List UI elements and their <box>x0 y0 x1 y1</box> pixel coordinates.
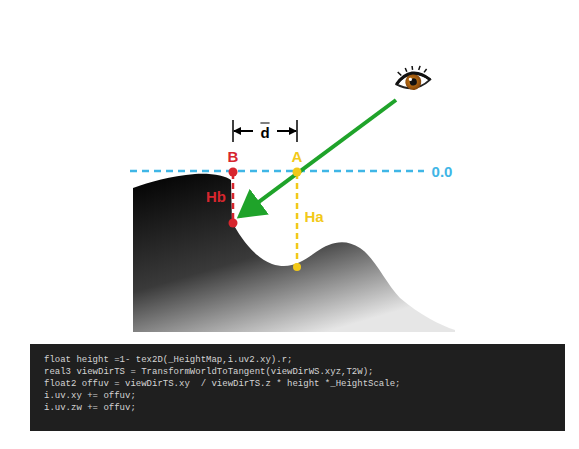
point-label: A <box>292 149 303 164</box>
point-ha <box>293 263 301 271</box>
dim-tick <box>232 120 234 142</box>
height-surface <box>133 174 455 332</box>
code-line: i.uv.xy += offuv; <box>44 390 551 402</box>
point-label: B <box>228 149 239 164</box>
point-a <box>293 168 302 177</box>
hb-dash <box>232 173 235 221</box>
dim-arrow <box>277 130 296 132</box>
code-line: real3 viewDirTS = TransformWorldToTangen… <box>44 366 551 378</box>
point-b <box>229 168 238 177</box>
eye-icon <box>394 64 431 92</box>
code-line: float2 offuv = viewDirTS.xy / viewDirTS.… <box>44 378 551 390</box>
view-ray <box>240 100 396 216</box>
code-line: float height =1- tex2D(_HeightMap,i.uv2.… <box>44 354 551 366</box>
height-label: Hb <box>206 189 226 204</box>
code-line: i.uv.zw += offuv; <box>44 402 551 414</box>
offset-label: d <box>260 123 269 140</box>
reference-line <box>130 170 424 173</box>
height-value: 0.0 <box>432 164 453 179</box>
ha-dash <box>296 173 299 266</box>
height-label: Ha <box>304 209 323 224</box>
code-panel: float height =1- tex2D(_HeightMap,i.uv2.… <box>30 344 565 431</box>
dim-arrow <box>234 130 253 132</box>
point-hit <box>229 219 238 228</box>
dim-tick <box>296 120 298 142</box>
